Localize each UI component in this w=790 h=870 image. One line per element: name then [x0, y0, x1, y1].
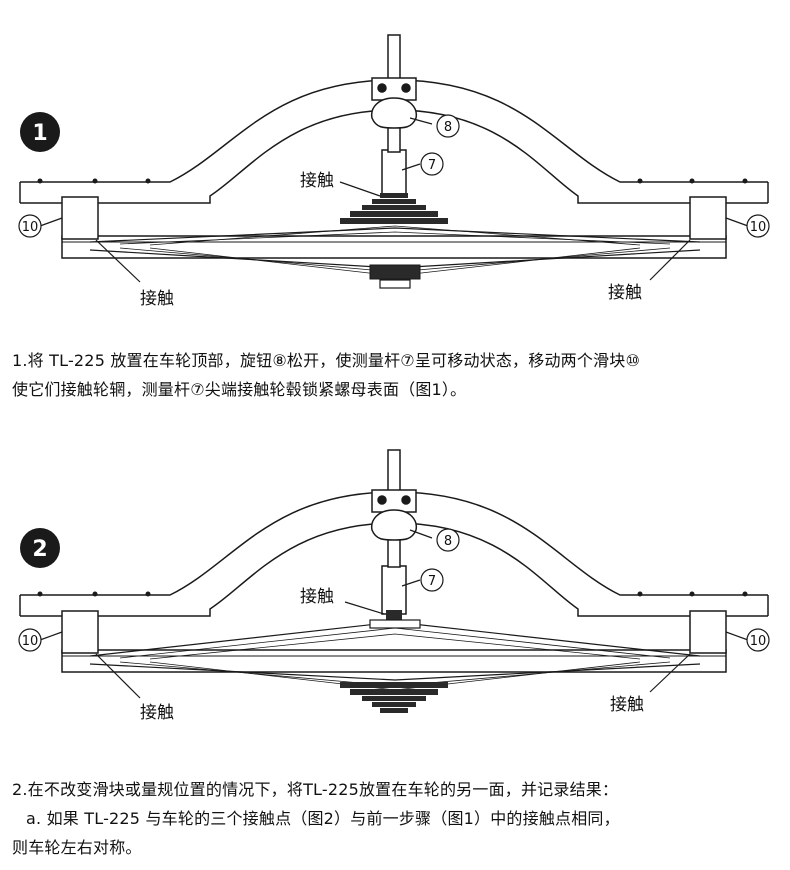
callout-10-left-circle [18, 628, 42, 652]
callout-10-right-circle [746, 214, 770, 238]
slider-right [689, 610, 727, 654]
callout-7-label: 7 [428, 574, 436, 589]
step-1-line-2: 使它们接触轮辋，测量杆⑦尖端接触轮毂锁紧螺母表面（图1）。 [12, 380, 467, 399]
step-2-line-2: a. 如果 TL-225 与车轮的三个接触点（图2）与前一步骤（图1）中的接触点… [26, 809, 620, 828]
slider-right [689, 196, 727, 240]
callout-7-label: 7 [428, 158, 436, 173]
contact-label-left: 接触 [140, 289, 174, 309]
contact-label-center: 接触 [300, 171, 334, 191]
figure-2-dishing-gauge: 2 8 7 10 10 接触 接触 接触 [18, 449, 770, 723]
step-1-instructions: 1.将 TL-225 放置在车轮顶部，旋钮⑧松开，使测量杆⑦呈可移动状态，移动两… [12, 346, 782, 404]
knob-8-icon [370, 77, 418, 129]
callout-7-circle [420, 152, 444, 176]
frame-bolts [37, 591, 748, 597]
callout-lines [39, 117, 749, 283]
wheel [61, 619, 727, 691]
callout-8-label: 8 [444, 120, 452, 135]
hub-locknut [386, 610, 402, 620]
contact-label-right: 接触 [608, 283, 642, 303]
callout-10-left-label: 10 [22, 220, 39, 235]
step-badge-number: 2 [32, 537, 47, 562]
callout-lines [39, 529, 749, 699]
knob-8-icon [370, 489, 418, 541]
step-badge-2 [20, 528, 60, 568]
frame-bolts [37, 178, 748, 184]
slider-left [61, 196, 99, 240]
wheel [61, 225, 727, 289]
step-1-line-1: 1.将 TL-225 放置在车轮顶部，旋钮⑧松开，使测量杆⑦呈可移动状态，移动两… [12, 351, 640, 370]
callout-8-circle [436, 114, 460, 138]
slider-left [61, 610, 99, 654]
callout-8-circle [436, 528, 460, 552]
callout-10-left-circle [18, 214, 42, 238]
step-badge-number: 1 [32, 121, 47, 146]
step-badge-1 [20, 112, 60, 152]
contact-label-left: 接触 [140, 703, 174, 723]
callout-10-right-circle [746, 628, 770, 652]
step-2-line-3: 则车轮左右对称。 [12, 838, 142, 857]
contact-label-right: 接触 [610, 695, 644, 715]
figure-1-dishing-gauge: 1 8 7 10 10 接触 接触 接触 [18, 34, 770, 309]
measuring-rod [381, 449, 407, 615]
callout-7-circle [420, 568, 444, 592]
callout-10-right-label: 10 [750, 220, 767, 235]
contact-label-center: 接触 [300, 587, 334, 607]
callout-8-label: 8 [444, 534, 452, 549]
step-2-instructions: 2.在不改变滑块或量规位置的情况下，将TL-225放置在车轮的另一面，并记录结果… [12, 775, 782, 862]
hub-locknut [340, 193, 448, 224]
cassette [340, 682, 448, 713]
callout-10-left-label: 10 [22, 634, 39, 649]
callout-10-right-label: 10 [750, 634, 767, 649]
step-2-line-1: 2.在不改变滑块或量规位置的情况下，将TL-225放置在车轮的另一面，并记录结果… [12, 780, 619, 799]
